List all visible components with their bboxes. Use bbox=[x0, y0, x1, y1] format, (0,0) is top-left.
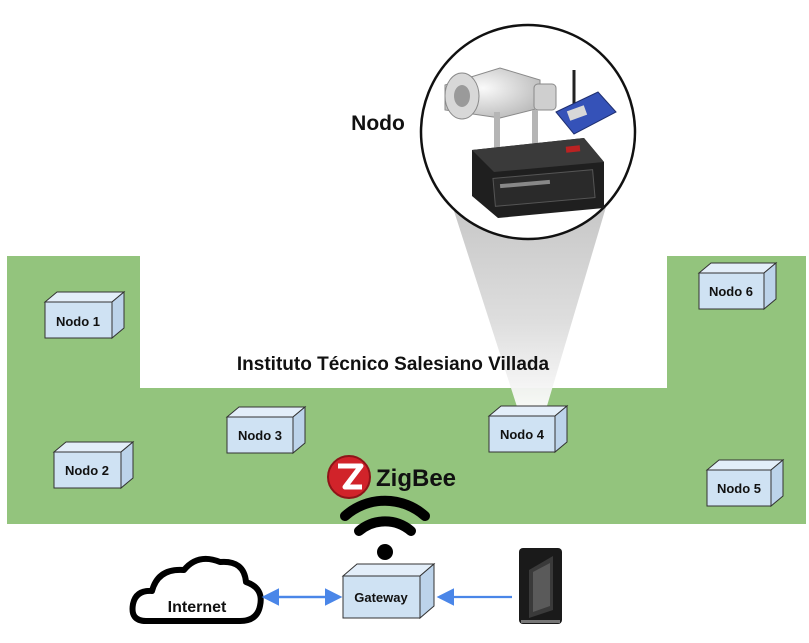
zigbee-logo: ZigBee bbox=[327, 455, 456, 499]
rocker-switch-icon bbox=[519, 548, 562, 624]
node-box[interactable]: Nodo 3 bbox=[225, 405, 307, 455]
node-label: Nodo 1 bbox=[56, 314, 100, 329]
node-label: Nodo 6 bbox=[709, 284, 753, 299]
horn-speaker-icon bbox=[444, 67, 557, 150]
node-label: Nodo 2 bbox=[65, 463, 109, 478]
zigbee-text: ZigBee bbox=[376, 465, 456, 492]
callout-beam bbox=[444, 180, 614, 416]
wireless-signal-icon bbox=[340, 495, 430, 560]
xbee-module-icon bbox=[555, 70, 617, 135]
node-detail-callout bbox=[419, 23, 637, 241]
battery-icon bbox=[472, 138, 604, 218]
node-box[interactable]: Nodo 6 bbox=[697, 261, 778, 311]
node-label: Nodo 3 bbox=[238, 428, 282, 443]
cloud-label: Internet bbox=[168, 599, 227, 616]
node-label: Nodo 4 bbox=[500, 427, 545, 442]
campus-area bbox=[7, 256, 806, 524]
campus-title: Instituto Técnico Salesiano Villada bbox=[237, 354, 550, 375]
node-box[interactable]: Nodo 2 bbox=[52, 440, 135, 490]
internet-cloud-icon: Internet bbox=[129, 555, 264, 624]
node-box[interactable]: Nodo 5 bbox=[705, 458, 785, 508]
gateway-label: Gateway bbox=[354, 590, 408, 605]
node-box[interactable]: Nodo 4 bbox=[487, 404, 569, 454]
gateway-box[interactable]: Gateway bbox=[341, 562, 436, 620]
callout-label: Nodo bbox=[351, 112, 405, 135]
node-box[interactable]: Nodo 1 bbox=[43, 290, 126, 340]
node-label: Nodo 5 bbox=[717, 481, 761, 496]
